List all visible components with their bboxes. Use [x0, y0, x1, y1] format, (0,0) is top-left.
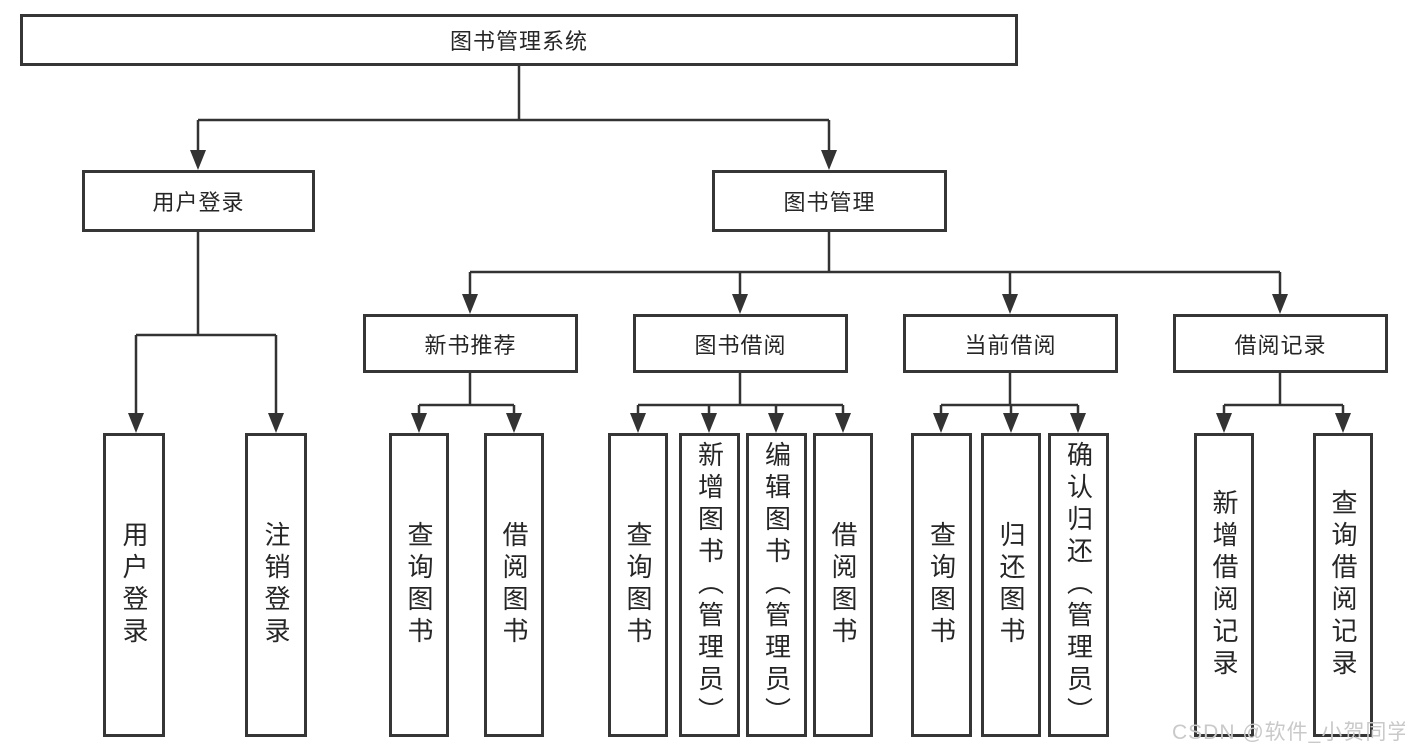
node-box-current-borrowing: 当前借阅 [903, 314, 1118, 373]
node-box-borrowing-query-books: 查询图书 [608, 433, 668, 737]
node-box-borrowing-edit-books-admin: 编辑图书（管理员） [746, 433, 807, 737]
node-box-system-root: 图书管理系统 [20, 14, 1018, 66]
arrowheads [128, 150, 1351, 433]
node-box-user-login: 用户登录 [103, 433, 165, 737]
node-box-borrowing-borrow-books: 借阅图书 [813, 433, 873, 737]
node-box-user-login-group: 用户登录 [82, 170, 315, 232]
node-box-book-management: 图书管理 [712, 170, 947, 232]
node-box-borrow-records: 借阅记录 [1173, 314, 1388, 373]
node-box-current-query-books: 查询图书 [911, 433, 972, 737]
node-box-recommend-query-books: 查询图书 [389, 433, 449, 737]
node-box-current-return-books: 归还图书 [981, 433, 1041, 737]
node-box-borrowing-add-books-admin: 新增图书（管理员） [679, 433, 740, 737]
node-box-new-book-recommend: 新书推荐 [363, 314, 578, 373]
node-box-recommend-borrow-books: 借阅图书 [484, 433, 544, 737]
node-box-records-add-record: 新增借阅记录 [1194, 433, 1254, 737]
node-box-book-borrowing: 图书借阅 [633, 314, 848, 373]
csdn-watermark: CSDN @软件_小贺同学 [1172, 721, 1405, 744]
node-box-current-confirm-return-admin: 确认归还（管理员） [1048, 433, 1109, 737]
node-box-records-query-record: 查询借阅记录 [1313, 433, 1373, 737]
node-box-logout: 注销登录 [245, 433, 307, 737]
